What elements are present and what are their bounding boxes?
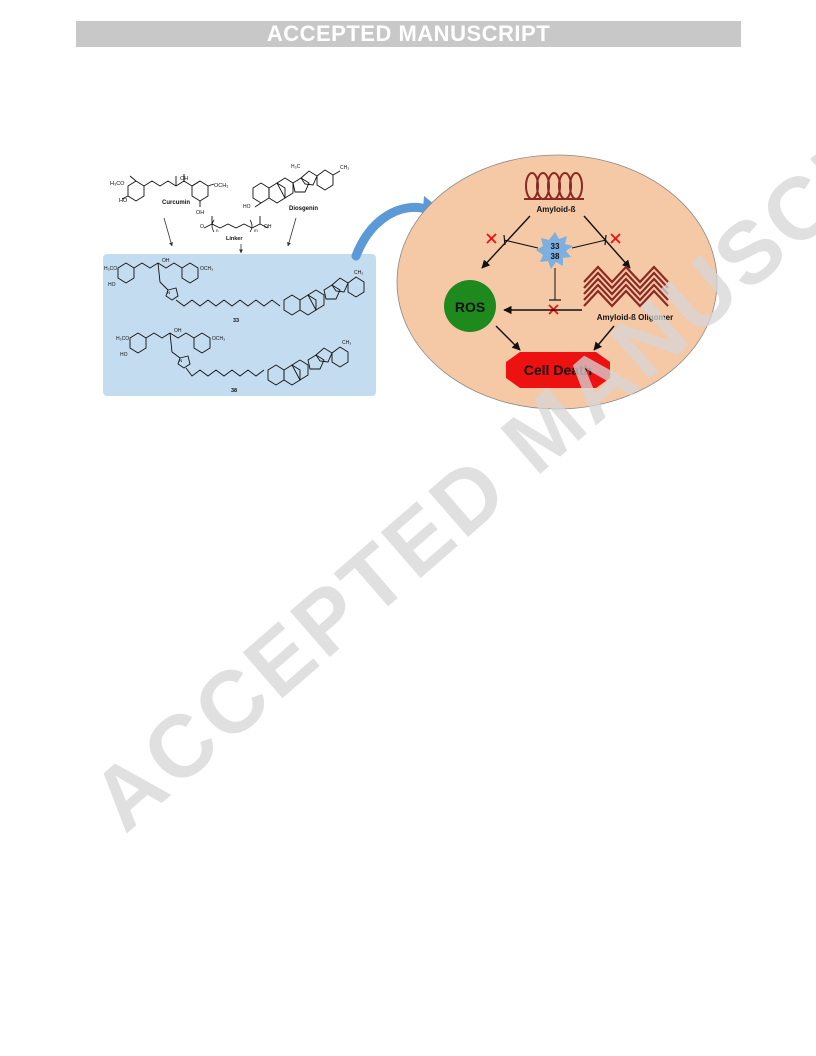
ros-node (444, 280, 496, 332)
curcumin-oh-right: OH (196, 210, 204, 216)
curcumin-label: Curcumin (162, 200, 190, 206)
hybrid33-triazole-n: N (167, 290, 170, 295)
hybrid33-ho: HO (108, 282, 116, 288)
ros-label: ROS (455, 299, 485, 315)
cell-death-node (506, 352, 610, 388)
mechanism-diagram: Amyloid-ß 33 38 ROS (396, 154, 718, 410)
hybrid-33-structure (117, 262, 365, 316)
banner-text: ACCEPTED MANUSCRIPT (266, 21, 551, 46)
linker-structure (203, 216, 269, 233)
hybrid33-och3: OCH₃ (200, 266, 213, 272)
oligomer-label: Amyloid-ß Oligomer (597, 313, 673, 322)
linker-label: Linker (226, 236, 243, 242)
hybrid38-ch3: CH₃ (342, 340, 351, 346)
ros-to-death-arrow (495, 325, 521, 351)
diosgenin-to-hybrid-arrow (287, 217, 297, 247)
diosgenin-structure (252, 169, 341, 208)
amyloid-to-oligomer-arrow (583, 215, 631, 269)
diosgenin-h3c: H₃C (291, 164, 301, 170)
curcumin-ho-left: HO (119, 198, 128, 204)
hybrid38-label: 38 (231, 388, 237, 394)
hybrid33-oh: OH (162, 258, 170, 264)
compound-badge (536, 232, 573, 269)
amyloid-to-ros-arrow (481, 215, 531, 269)
inhibit-bar-right (604, 234, 607, 246)
inhibit-x-right (610, 233, 621, 244)
panel-to-pathway-arrow (351, 202, 435, 261)
hybrid-compounds-panel (103, 254, 376, 396)
curcumin-och3: OCH₃ (214, 183, 228, 189)
hybrid33-h3co: H₃CO (104, 266, 117, 272)
hybrid38-triazole-n: N (179, 358, 182, 363)
oligomer-to-death-arrow (593, 325, 615, 351)
chemistry-panel: H₃CO HO OH OCH₃ OH Curcumin H₃C CH₃ HO D… (103, 164, 376, 396)
inhibit-line-left (503, 239, 539, 249)
diosgenin-ho: HO (243, 204, 251, 210)
hybrid38-h3co: H₃CO (116, 336, 129, 342)
inhibit-line-right (571, 239, 607, 249)
curcumin-to-hybrid-arrow (163, 217, 173, 247)
curcumin-ome-label: H₃CO (110, 181, 125, 187)
curcumin-structure (121, 174, 215, 207)
cell-death-label: Cell Death (524, 362, 592, 378)
linker-m-sub: m (254, 228, 258, 233)
inhibit-bar-left (503, 234, 506, 246)
badge-top-number: 33 (551, 242, 560, 251)
hybrid38-och3: OCH₃ (212, 336, 225, 342)
hybrid38-ho: HO (120, 352, 128, 358)
hybrid38-oh: OH (174, 328, 182, 334)
curcumin-oh: OH (180, 176, 188, 182)
hybrid33-ch3: CH₃ (354, 270, 363, 276)
diosgenin-label: Diosgenin (289, 206, 318, 212)
linker-o: O (200, 224, 204, 230)
linker-oh: OH (264, 224, 272, 230)
manuscript-banner: ACCEPTED MANUSCRIPT (76, 21, 741, 47)
hybrid33-label: 33 (233, 318, 239, 324)
linker-n-sub: n (216, 228, 219, 233)
amyloid-label: Amyloid-ß (536, 205, 575, 214)
oligomer-icon (583, 265, 669, 308)
hybrid-38-structure (129, 332, 349, 386)
amyloid-coil-icon (524, 172, 584, 200)
mechanism-ellipse (396, 154, 718, 410)
badge-bottom-number: 38 (551, 252, 560, 261)
inhibit-x-left (486, 233, 497, 244)
diosgenin-ch3: CH₃ (340, 165, 349, 171)
